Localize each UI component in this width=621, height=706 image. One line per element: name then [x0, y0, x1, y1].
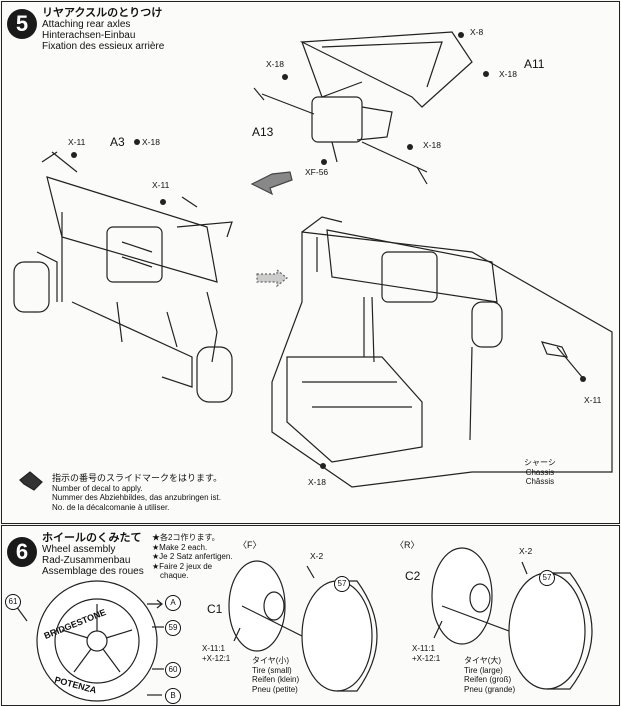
front-tire — [301, 580, 373, 692]
step6-title-en: Wheel assembly — [42, 544, 116, 555]
tire-small-en: Tire (small) — [252, 665, 292, 675]
label-a3: A3 — [110, 135, 125, 149]
front-x2: X-2 — [310, 551, 324, 561]
rear-mix-2: +X-12:1 — [412, 653, 441, 663]
decal-59-marker: 59 — [165, 620, 181, 636]
decal-arrow-a-icon — [147, 599, 163, 609]
step6-panel: 6 ホイールのくみたて Wheel assembly Rad-Zusammenb… — [1, 525, 620, 706]
rear-wheel-c2: C2 — [405, 569, 421, 583]
step5-titles: リヤアクスルのとりつけ Attaching rear axles Hintera… — [42, 7, 165, 53]
engine-block — [106, 226, 163, 283]
make-note-fr2: chaque. — [160, 571, 189, 580]
installed-rotor — [471, 301, 503, 348]
step5-number: 5 — [7, 9, 37, 39]
decal-b-marker: B — [165, 688, 181, 704]
label-x8: X-8 — [470, 27, 484, 37]
step6-drawing — [15, 547, 593, 702]
label-xf56: XF-56 — [305, 167, 329, 177]
rear-suspension-arm-a11 — [299, 31, 473, 108]
rear-mix-1: X-11:1 — [412, 644, 435, 653]
tire-large-de: Reifen (groß) — [464, 675, 512, 684]
tire-small-jp: タイヤ(小) — [252, 656, 290, 665]
make-note: ★各2コ作ります。 ★Make 2 each. ★Je 2 Satz anfer… — [152, 533, 233, 581]
installed-engine — [381, 251, 438, 303]
decal-60-marker: 60 — [165, 662, 181, 678]
decal-a-marker: A — [165, 595, 181, 611]
step5-title-en: Attaching rear axles — [42, 19, 131, 30]
front-mix-1: X-11:1 — [202, 644, 225, 653]
right-drive-axle — [361, 141, 428, 173]
step5-title-de: Hinterachsen-Einbau — [42, 30, 136, 41]
decal-note-de: Nummer des Abziehbildes, das anzubringen… — [52, 493, 221, 502]
chassis-fr: Châssis — [525, 477, 555, 486]
step6-title-fr: Assemblage des roues — [42, 566, 144, 577]
label-x18-a3: X-18 — [142, 137, 160, 147]
label-a11: A11 — [524, 57, 545, 71]
tire-small-label: タイヤ(小) Tire (small) Reifen (klein) Pneu … — [252, 656, 299, 694]
rear-label: 〈R〉 — [395, 540, 420, 550]
step6-titles: ホイールのくみたて Wheel assembly Rad-Zusammenbau… — [42, 532, 144, 578]
decal-note-jp: 指示の番号のスライドマークをはります。 — [52, 473, 223, 483]
step5-title-fr: Fixation des essieux arrière — [42, 41, 165, 52]
rear-wheel — [431, 547, 493, 645]
front-paint-mix: X-11:1 +X-12:1 — [202, 644, 230, 663]
front-label: 〈F〉 — [238, 540, 262, 550]
step6-title-jp: ホイールのくみたて — [42, 532, 142, 544]
label-a13: A13 — [252, 125, 274, 139]
rear-paint-mix: X-11:1 +X-12:1 — [412, 644, 440, 663]
label-x11-mid: X-11 — [152, 180, 170, 190]
tire-large-en: Tire (large) — [464, 665, 503, 675]
rear-x2: X-2 — [519, 546, 533, 556]
step6-number: 6 — [7, 537, 37, 567]
chassis-en: Chassis — [525, 467, 555, 477]
label-x11-right: X-11 — [584, 395, 602, 405]
label-x18-axle: X-18 — [266, 59, 284, 69]
decal-note: 指示の番号のスライドマークをはります。 Number of decal to a… — [52, 473, 223, 512]
chassis-jp: シャーシ — [524, 458, 556, 467]
decal-61-marker: 61 — [5, 594, 21, 610]
make-note-en: ★Make 2 each. — [152, 542, 208, 552]
decal-note-en: Number of decal to apply. — [52, 483, 143, 493]
label-x11-left: X-11 — [68, 137, 86, 147]
tire-small-de: Reifen (klein) — [252, 675, 300, 684]
differential-housing — [311, 96, 363, 143]
right-brake-rotor — [196, 346, 233, 403]
assembly-arrow-icon — [250, 171, 293, 196]
make-note-de: ★Je 2 Satz anfertigen. — [152, 552, 233, 561]
rear-decal-57: 57 — [539, 570, 555, 586]
rear-subframe — [46, 176, 218, 283]
decal-arrow-icon — [19, 471, 43, 491]
step5-panel: 5 リヤアクスルのとりつけ Attaching rear axles Hinte… — [1, 1, 620, 524]
front-wheel — [228, 560, 286, 652]
tire-wheel-spokes — [61, 604, 133, 673]
step6-title-de: Rad-Zusammenbau — [42, 555, 131, 566]
label-x18-bottom: X-18 — [308, 477, 326, 487]
rear-tire — [508, 572, 586, 690]
left-drive-axle — [261, 93, 315, 115]
decal-note-fr: No. de la décalcomanie à utiliser. — [52, 502, 170, 512]
front-wheel-c1: C1 — [207, 602, 223, 616]
tire-large-fr: Pneu (grande) — [464, 684, 516, 694]
tire-small-fr: Pneu (petite) — [252, 684, 298, 694]
step5-title-jp: リヤアクスルのとりつけ — [42, 7, 163, 19]
step5-drawing — [13, 31, 613, 491]
front-mix-2: +X-12:1 — [202, 653, 231, 663]
chassis-body — [271, 231, 613, 488]
tire-large-jp: タイヤ(大) — [464, 656, 502, 665]
fuel-tank — [286, 356, 423, 463]
front-decal-57: 57 — [334, 576, 350, 592]
fit-arrow-icon — [256, 268, 288, 288]
label-x18-right: X-18 — [423, 140, 441, 150]
make-note-jp: ★各2コ作ります。 — [152, 533, 220, 542]
label-x18-top-right: X-18 — [499, 69, 517, 79]
tire-large-label: タイヤ(大) Tire (large) Reifen (groß) Pneu (… — [464, 656, 515, 694]
chassis-label: シャーシ Chassis Châssis — [524, 458, 556, 487]
make-note-fr1: ★Faire 2 jeux de — [152, 561, 213, 571]
left-brake-rotor — [13, 261, 50, 313]
